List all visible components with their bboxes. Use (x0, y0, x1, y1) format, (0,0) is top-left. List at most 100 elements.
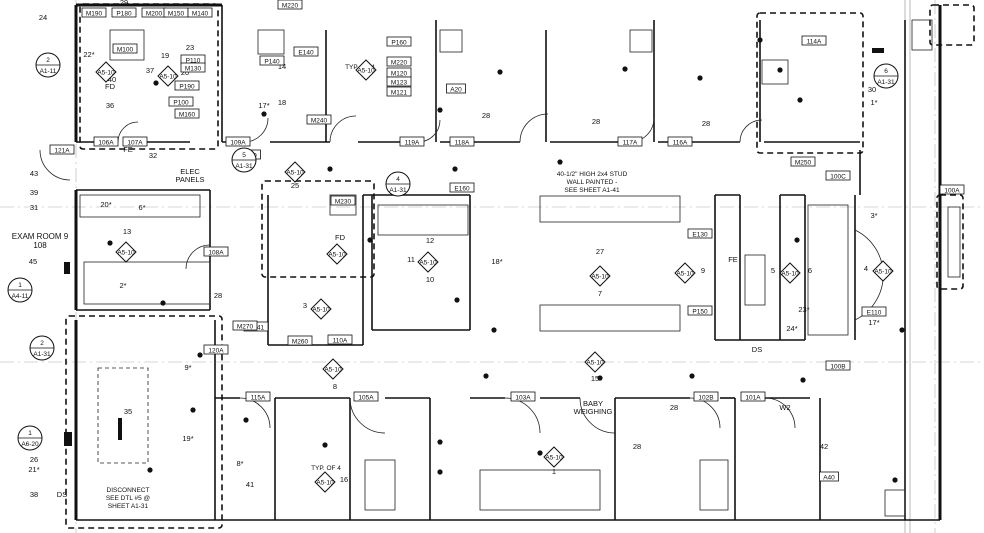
device-dot (107, 240, 113, 246)
keynote-42: 20* (100, 200, 111, 209)
keynote-45: 30 (868, 85, 876, 94)
finish-tag-m130: M130 (185, 65, 202, 72)
elevation-tag: A5-10 (591, 274, 609, 281)
elevation-marker (322, 358, 344, 380)
elevation-tag: A5-10 (117, 250, 135, 257)
device-dot (797, 97, 803, 103)
room-id-115A-box (245, 391, 271, 402)
finish-tag-m140-box (187, 7, 213, 18)
device-dot (757, 37, 763, 43)
elevation-marker (872, 260, 894, 282)
device-dot (689, 373, 695, 379)
keynote-9: 17* (258, 101, 269, 110)
finish-tag-m240-box (306, 114, 332, 125)
keynote-12: 36 (106, 101, 114, 110)
room-id-110A: 110A (333, 337, 348, 344)
finish-tag-m220: M220 (282, 2, 299, 9)
section-sheet: A1-31 (877, 79, 895, 86)
keynote-64: DS (752, 345, 762, 354)
elevation-tag: A5-10 (545, 455, 563, 462)
section-sheet: A6-20 (21, 441, 39, 448)
room-id-100A: 100A (944, 187, 960, 194)
keynote-4: 37 (146, 66, 154, 75)
keynote-31: 16 (340, 475, 348, 484)
section-number: 2 (46, 57, 50, 64)
fixtures (64, 19, 961, 517)
keynote-46: 1* (870, 98, 877, 107)
keynote-36: 31 (30, 203, 38, 212)
device-dot (622, 66, 628, 72)
device-dot (437, 107, 443, 113)
dashed-enclosures (65, 3, 975, 529)
device-dot (794, 237, 800, 243)
room-id-100B: 100B (830, 363, 845, 370)
room-id-106A-box (93, 136, 119, 147)
disconnect-note: SHEET A1-31 (108, 503, 149, 510)
room-id-117A: 117A (623, 139, 638, 146)
elevation-marker (314, 471, 336, 493)
section-sheet: A1-31 (389, 187, 407, 194)
finish-tag-m123: M123 (391, 79, 408, 86)
elevation-tag: A5-10 (586, 360, 604, 367)
room-id-117A-box (617, 136, 643, 147)
keynote-65: DS (57, 490, 67, 499)
elevation-tag: A5-10 (316, 480, 334, 487)
keynote-57: 28 (482, 111, 490, 120)
finish-tag-m130-box (180, 62, 206, 73)
keynote-52: 19* (182, 434, 193, 443)
keynote-48: 17* (868, 318, 879, 327)
disconnect-note: SEE DTL #5 @ (106, 495, 151, 502)
finish-tag-p140: P140 (264, 58, 280, 65)
elevation-tag: A5-10 (328, 252, 346, 259)
keynote-29: 3 (303, 301, 307, 310)
keynote-25: 9 (701, 266, 705, 275)
finish-tag-p100-box (168, 96, 194, 107)
keynote-43: 6* (138, 203, 145, 212)
finish-tag-e140-box (293, 46, 319, 57)
device-dot (557, 159, 563, 165)
finish-tag-a20: A20 (450, 86, 462, 93)
room-id-118A: 118A (455, 139, 470, 146)
finish-tag-m121: M121 (391, 89, 408, 96)
finish-tag-m230-box (330, 195, 356, 206)
elevation-marker (779, 262, 801, 284)
device-dot (452, 166, 458, 172)
elevation-marker (674, 262, 696, 284)
device-dot (597, 375, 603, 381)
keynote-24: 1 (552, 467, 556, 476)
device-dot (190, 407, 196, 413)
finish-tag-m160-box (174, 108, 200, 119)
elevation-marker (326, 243, 348, 265)
keynote-34: 43 (30, 169, 38, 178)
finish-tag-m220-box (386, 56, 412, 67)
elevation-tag: A5-10 (312, 307, 330, 314)
baby-weighing-label: WEIGHING (574, 407, 613, 416)
stud-wall-note: 40-1/2" HIGH 2x4 STUD (557, 171, 628, 178)
finish-tag-m120: M120 (391, 70, 408, 77)
keynote-35: 39 (30, 188, 38, 197)
disconnect-note: DISCONNECT (107, 487, 150, 494)
finish-tag-a20-box (446, 83, 466, 94)
finish-tag-p150-box (687, 305, 713, 316)
finish-tag-p190-box (174, 80, 200, 91)
keynote-1: 24 (39, 13, 47, 22)
finish-tag-m140: M140 (192, 10, 209, 17)
keynote-51: 18* (491, 257, 502, 266)
finish-tag-p180: P180 (116, 10, 132, 17)
elevation-marker (310, 298, 332, 320)
keynote-26: 5 (771, 266, 775, 275)
finish-tag-p150: P150 (692, 308, 708, 315)
section-sheet: A1-11 (40, 68, 57, 75)
elevation-marker (157, 65, 179, 87)
device-dot (899, 327, 905, 333)
room-id-114A-box (801, 35, 827, 46)
section-number: 1 (28, 430, 32, 437)
door-swings (39, 113, 884, 434)
plan-labels: EXAM ROOM 9108BABYWEIGHINGELECPANELS40-1… (7, 0, 965, 510)
room-id-101A: 101A (745, 394, 761, 401)
finish-tag-p110: P110 (186, 57, 201, 64)
keynote-44: 2* (119, 281, 126, 290)
finish-tag-m160: M160 (179, 111, 196, 118)
room-id-108A-box (203, 246, 229, 257)
finish-tag-m250-box (790, 156, 816, 167)
